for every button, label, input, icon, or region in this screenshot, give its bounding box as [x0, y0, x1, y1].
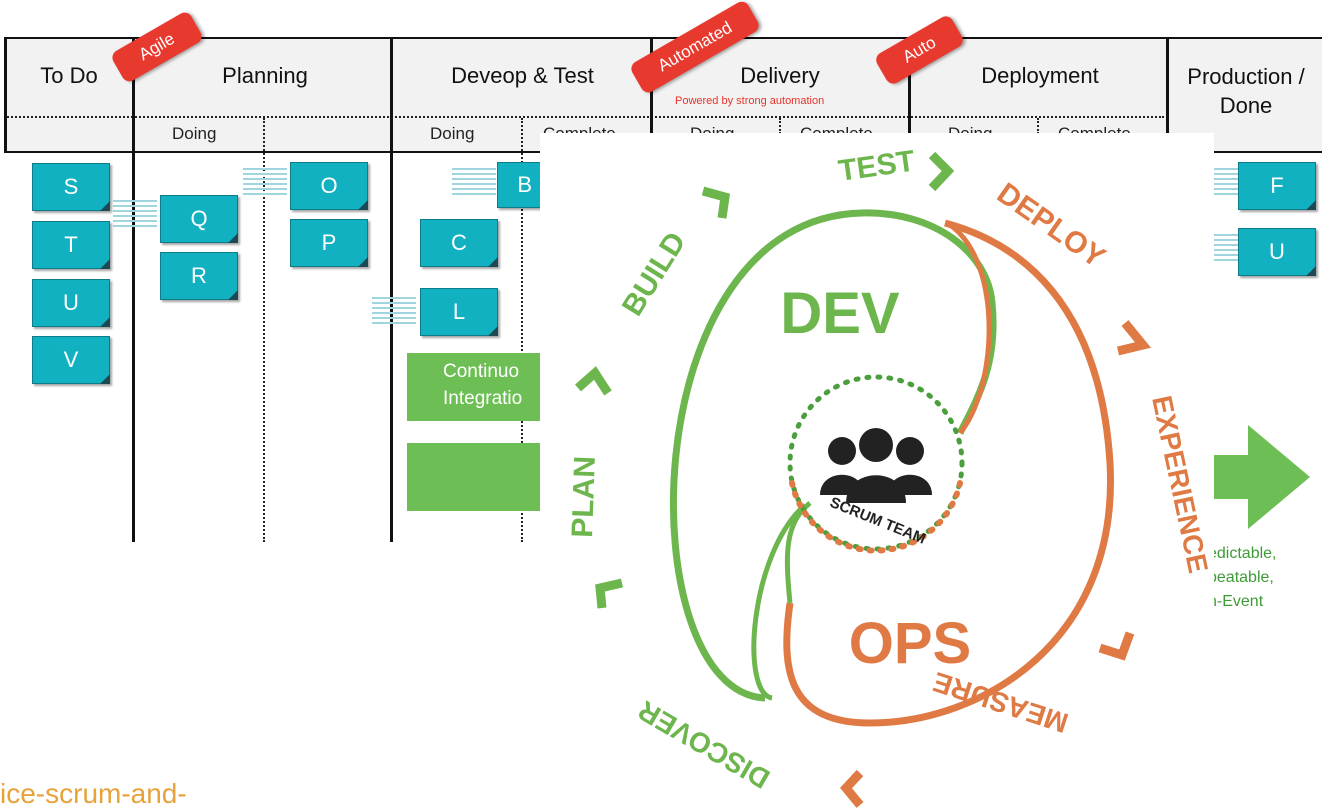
task-card-t[interactable]: T: [32, 221, 110, 269]
devops-lifecycle-diagram: SCRUM TEAM DEV OPS TEST DEPLOY EXPERIENC…: [540, 133, 1214, 810]
team-circle-bottom: [789, 480, 963, 554]
chevron-icon: [1116, 320, 1152, 356]
task-card-l[interactable]: L: [420, 288, 498, 336]
task-card-q[interactable]: Q: [160, 195, 238, 243]
task-card-f[interactable]: F: [1238, 162, 1316, 210]
outcome-note: edictable, peatable, n-Event: [1208, 542, 1277, 614]
task-card-o[interactable]: O: [290, 162, 368, 210]
chevron-icon: [1098, 631, 1135, 661]
board-top-border: [4, 37, 1322, 39]
continuous-integration-box: Continuo Integratio: [407, 353, 547, 421]
pipeline-box: [407, 443, 547, 511]
column-divider: [132, 37, 135, 542]
task-card-v[interactable]: V: [32, 336, 110, 384]
subcolumn-divider: [1037, 118, 1039, 134]
column-divider: [1166, 37, 1169, 137]
subcolumn-divider: [779, 118, 781, 134]
board-subheader-divider: [4, 116, 1164, 118]
scrum-team-icon: [820, 428, 932, 503]
subheader-complete: Complete: [1058, 124, 1131, 134]
subheader-doing: Doing: [948, 124, 993, 134]
subheader-doing: Doing: [690, 124, 735, 134]
outcome-line-3: n-Event: [1208, 593, 1264, 610]
chevron-icon: [575, 366, 612, 396]
delivery-automation-note: Powered by strong automation: [675, 95, 825, 107]
chevron-icons: [575, 151, 1152, 808]
column-divider: [390, 37, 393, 542]
column-title-deployment: Deployment: [981, 63, 1099, 88]
column-title-delivery: Delivery: [740, 63, 820, 88]
subheader-doing: Doing: [172, 124, 217, 143]
column-title-develop-test: Deveop & Test: [451, 63, 594, 88]
ops-loop-orange: [783, 219, 1114, 727]
task-card-r[interactable]: R: [160, 252, 238, 300]
subheader-doing: Doing: [430, 124, 475, 143]
ops-label: OPS: [849, 611, 972, 676]
motion-lines: [243, 168, 287, 198]
team-circle-top: [787, 374, 965, 552]
delivery-flow-arrow: [1210, 425, 1310, 529]
subcolumn-divider: [521, 118, 523, 542]
outcome-line-1: edictable,: [1208, 545, 1277, 562]
lower-inner-green: [751, 503, 807, 701]
outcome-line-2: peatable,: [1208, 569, 1274, 586]
ci-box-line-2: Integratio: [443, 387, 523, 409]
column-title-planning: Planning: [222, 63, 308, 88]
motion-lines: [113, 200, 157, 230]
dev-label: DEV: [780, 281, 900, 346]
motion-lines: [452, 168, 496, 198]
task-card-c[interactable]: C: [420, 219, 498, 267]
dev-inner-orange: [948, 222, 992, 435]
column-title-production-done: Production / Done: [1187, 64, 1305, 118]
column-title-todo: To Do: [40, 63, 98, 88]
task-card-p[interactable]: P: [290, 219, 368, 267]
chevron-icon: [928, 151, 955, 192]
ci-box-line-1: Continuo: [443, 361, 520, 382]
motion-lines: [372, 297, 416, 327]
dev-loop-green: [669, 209, 997, 702]
column-divider: [908, 37, 911, 137]
chevron-icon: [840, 769, 864, 808]
subcolumn-divider: [263, 118, 265, 542]
url-fragment: ice-scrum-and-: [0, 778, 187, 809]
stage-plan: PLAN: [566, 455, 602, 538]
subheader-complete: Complete: [800, 124, 873, 134]
task-card-u[interactable]: U: [32, 279, 110, 327]
chevron-icon: [701, 186, 731, 219]
chevron-icon: [595, 578, 623, 609]
task-card-u-done[interactable]: U: [1238, 228, 1316, 276]
column-divider: [4, 37, 7, 153]
task-card-s[interactable]: S: [32, 163, 110, 211]
subheader-complete: Complete: [543, 124, 616, 134]
